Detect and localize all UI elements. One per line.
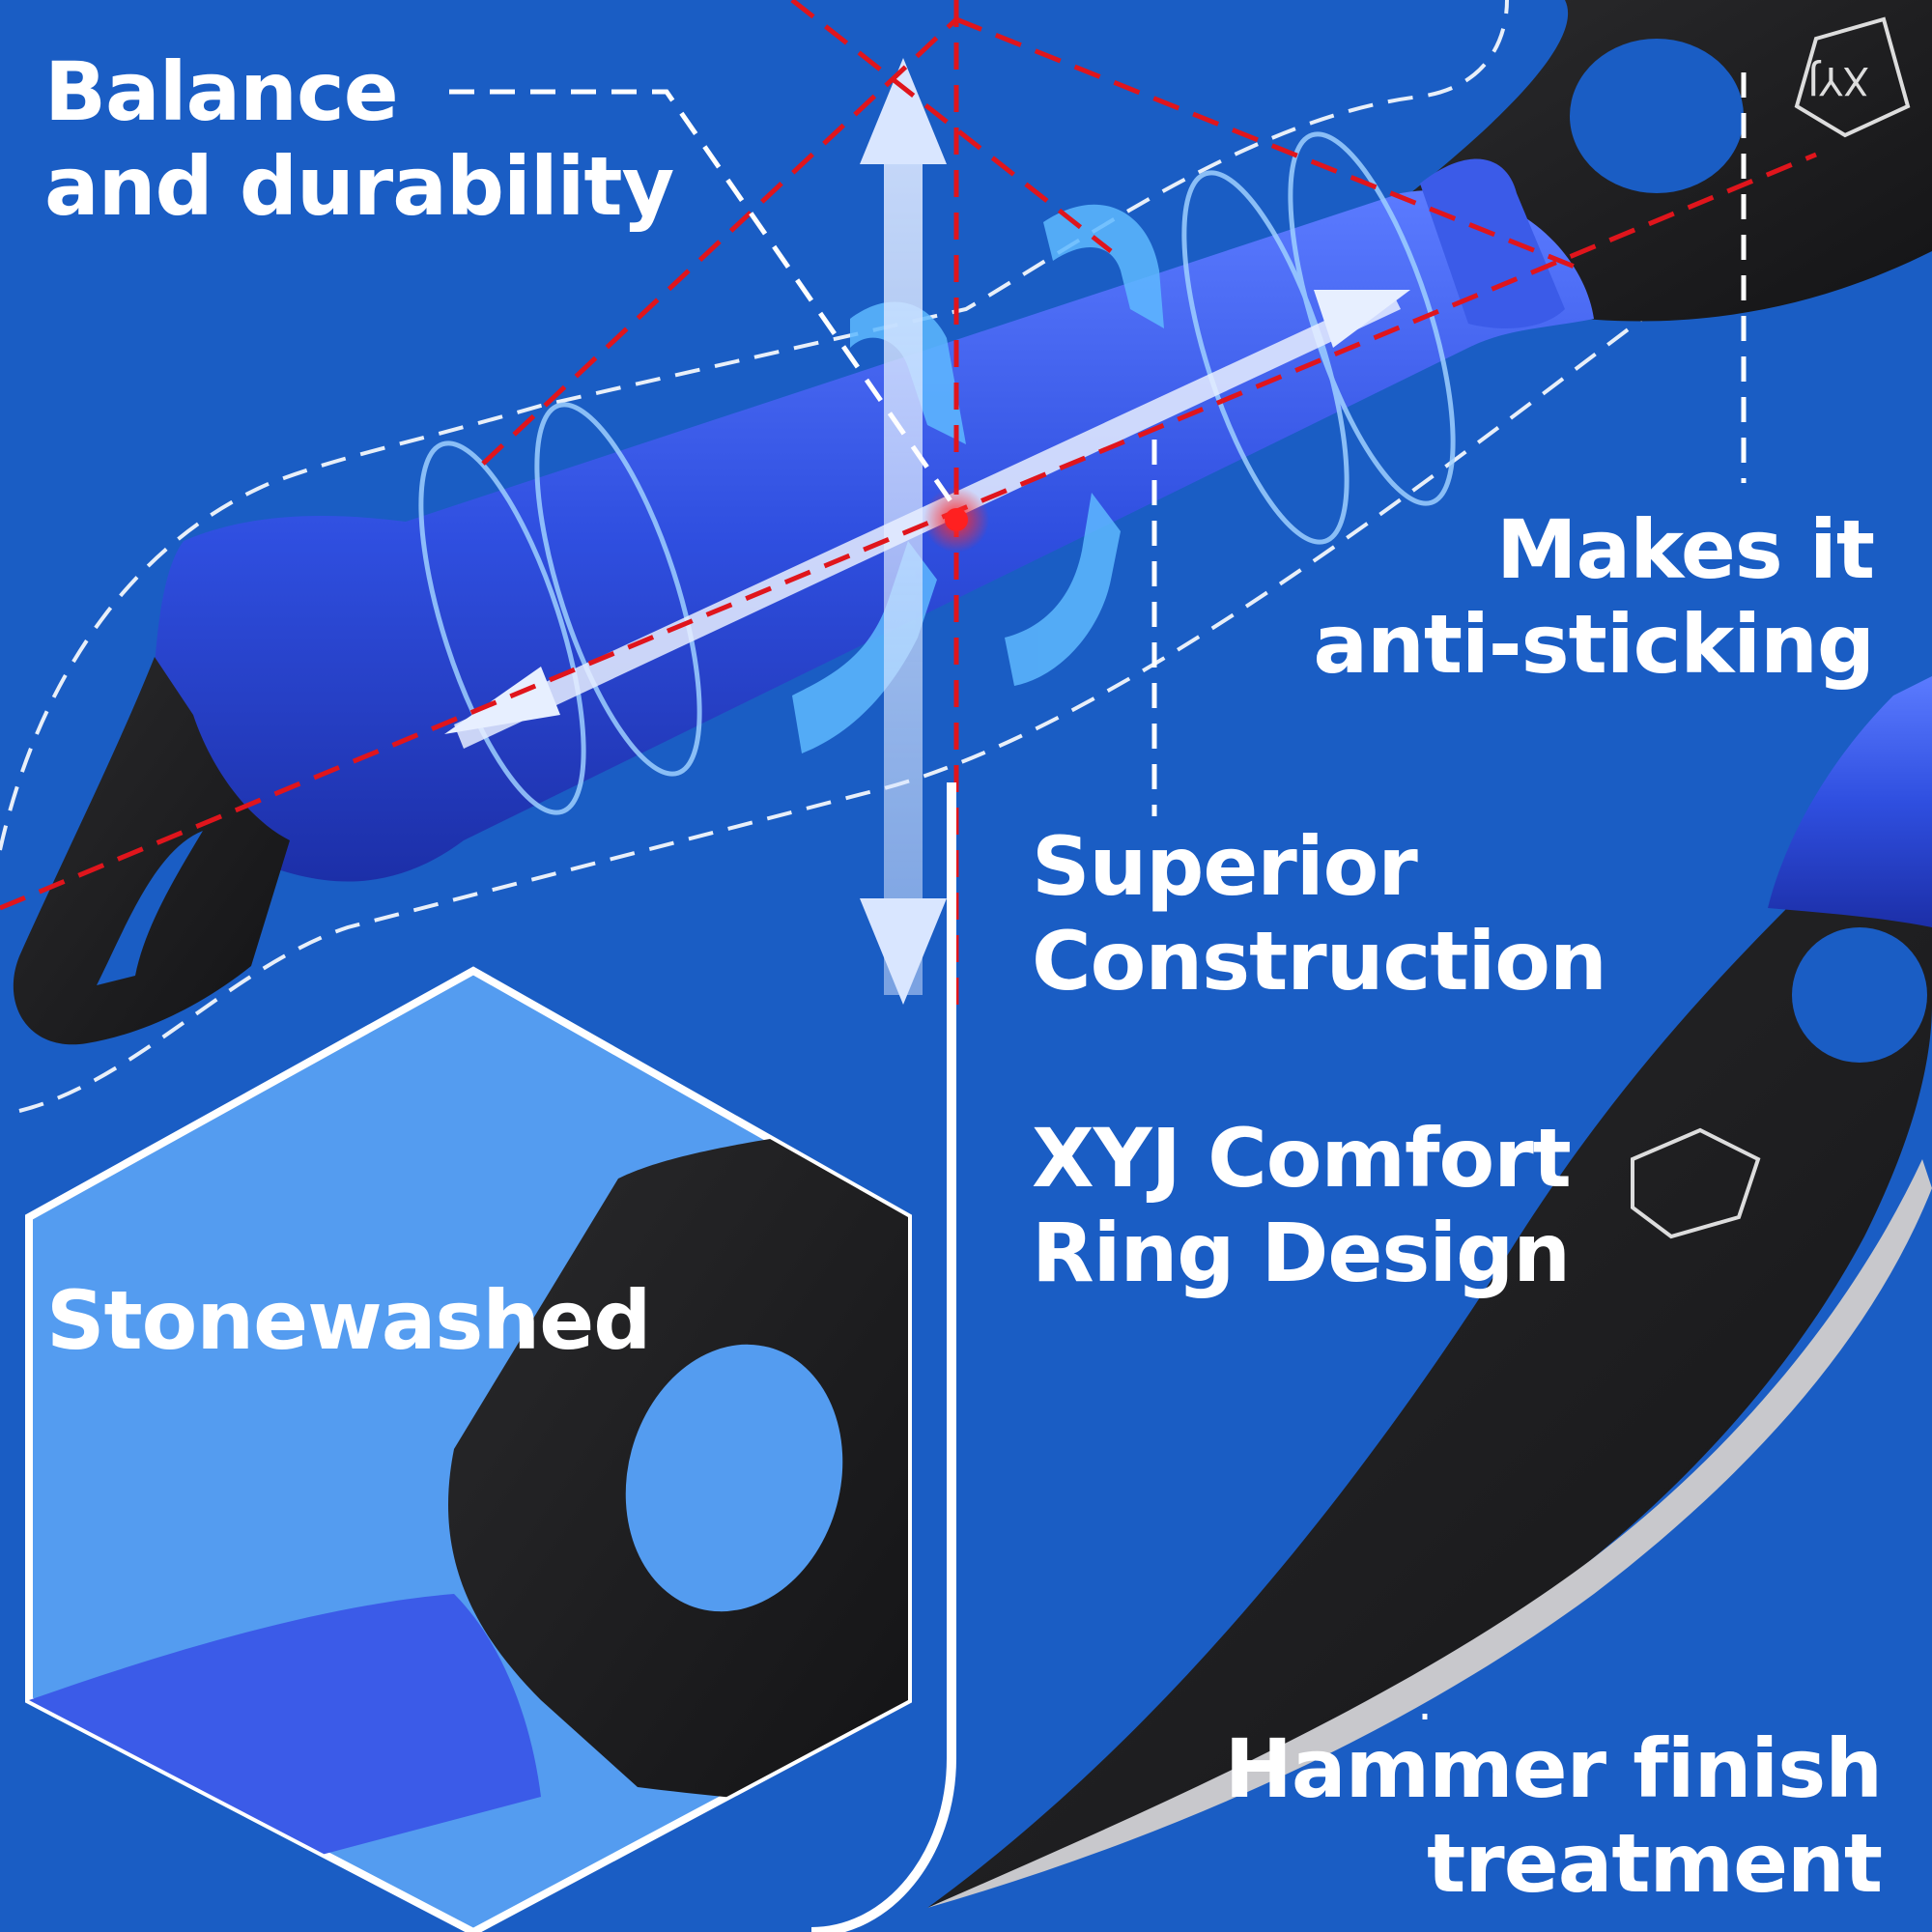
knife-tail <box>13 657 290 1045</box>
panel-divider <box>810 782 956 1932</box>
svg-text:XYJ: XYJ <box>1807 58 1869 102</box>
callout-comfort-ring-line2: Ring Design <box>1032 1206 1571 1300</box>
callout-anti-sticking-line2: anti-sticking <box>1313 597 1875 692</box>
callout-balance-line2: and durability <box>44 139 674 234</box>
knife-outline-dashed <box>0 0 1509 851</box>
callout-balance-line1: Balance <box>44 44 399 139</box>
bottom-blade <box>927 676 1932 1909</box>
callout-hammer-finish-line2: treatment <box>1427 1816 1883 1911</box>
callout-hammer-finish-line1: Hammer finish <box>1224 1721 1883 1816</box>
callout-hammer-finish: Hammer finish treatment <box>1224 1721 1883 1911</box>
balance-lines <box>0 0 1817 1014</box>
callout-anti-sticking-line1: Makes it <box>1495 502 1875 597</box>
callout-stonewashed-line1: Stonewashed <box>46 1273 651 1368</box>
blade-hole-top <box>1570 39 1744 193</box>
callout-construction: Superior Construction <box>1032 819 1607 1009</box>
callout-stonewashed: Stonewashed <box>46 1273 651 1368</box>
stonewashed-inset <box>25 966 912 1932</box>
bottom-handle <box>1768 676 1932 927</box>
callout-anti-sticking: Makes it anti-sticking <box>1313 502 1875 692</box>
callout-comfort-ring: XYJ Comfort Ring Design <box>1032 1111 1572 1300</box>
vertical-axis-arrow <box>860 58 947 1005</box>
callout-balance: Balance and durability <box>44 44 674 234</box>
callout-construction-line2: Construction <box>1032 914 1607 1009</box>
callout-comfort-ring-line1: XYJ Comfort <box>1032 1111 1572 1206</box>
callout-construction-line1: Superior <box>1032 819 1418 914</box>
